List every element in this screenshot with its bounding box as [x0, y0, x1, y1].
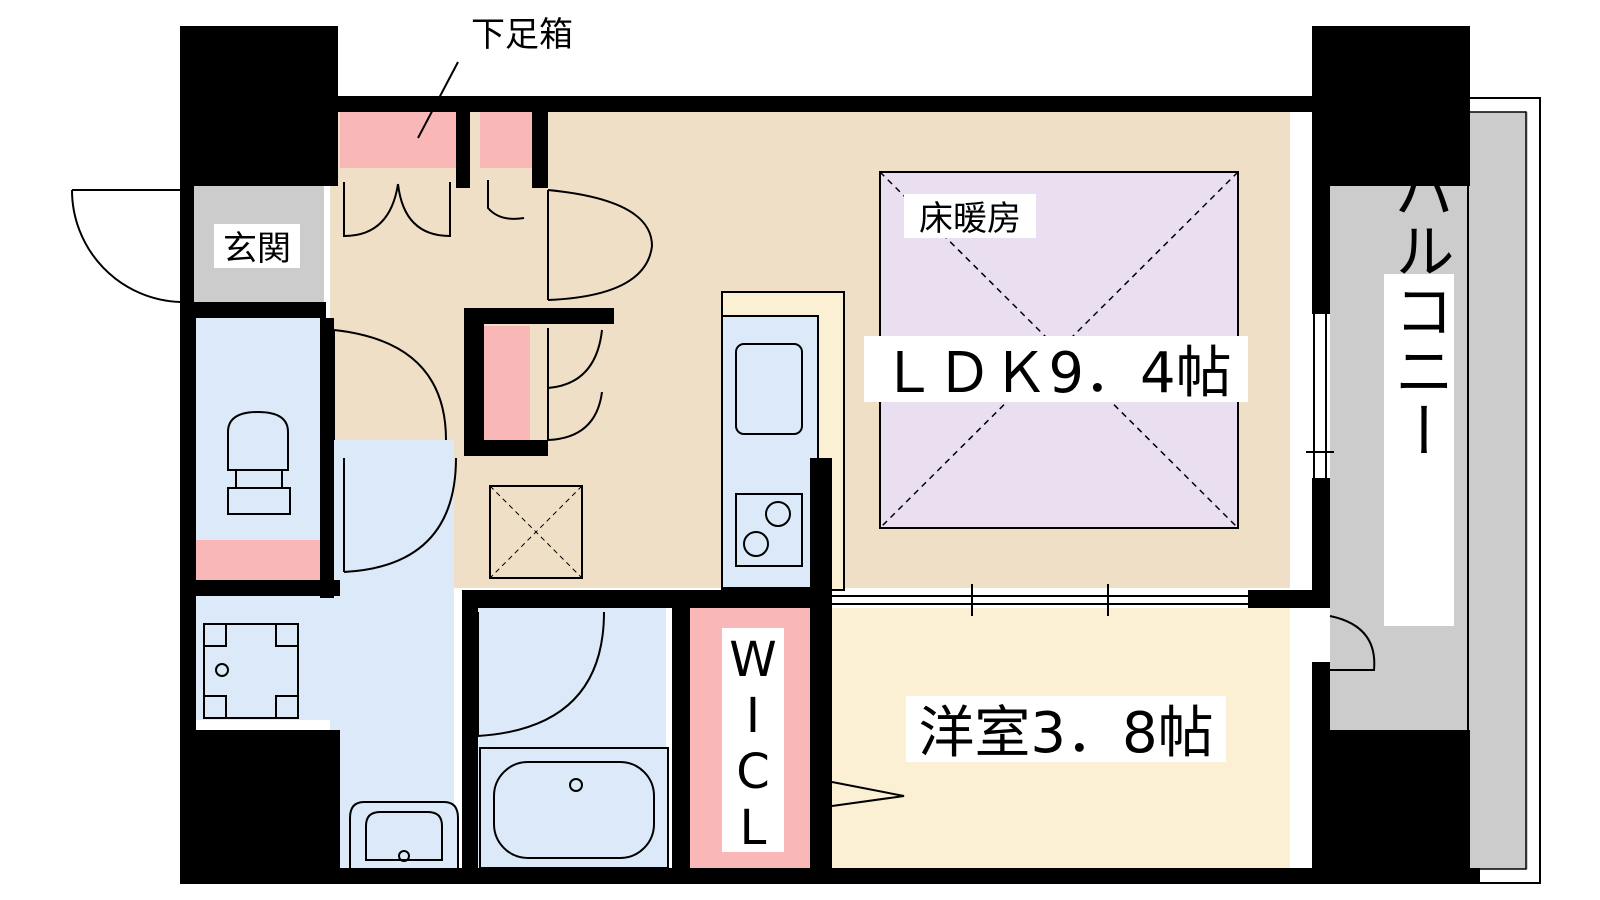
balcony-railing-inner: [1467, 111, 1527, 870]
fridge-space: [489, 485, 583, 579]
wic-label-i: I: [746, 688, 760, 744]
shoe-box-small: [480, 112, 532, 168]
doors: [71, 180, 1376, 812]
washroom-floor-lower: [330, 440, 454, 870]
wic-label-c: C: [736, 744, 770, 800]
western-room-label: 洋室3．8帖: [918, 701, 1213, 766]
sliding-partition: [832, 584, 1248, 616]
closet: [482, 326, 530, 440]
svg-text:バルコニー: バルコニー: [1384, 160, 1454, 460]
balcony-label: バルコニー: [1384, 160, 1454, 460]
shoe-box-leader: [417, 61, 459, 139]
walls: [180, 26, 1480, 884]
floor-heating-label: 床暖房: [919, 199, 1021, 239]
washbasin: [349, 801, 459, 871]
washing-machine-pan: [203, 623, 299, 719]
shoe-box: [340, 112, 456, 168]
entrance-label: 玄関: [223, 229, 291, 269]
shoe-box-label: 下足箱: [471, 15, 573, 55]
ldk-label: ＬＤＫ9．4帖: [880, 341, 1231, 406]
sink: [735, 343, 803, 435]
toilet-fixture: [227, 410, 291, 515]
wic-label-w: W: [729, 632, 776, 688]
bathtub: [479, 747, 669, 869]
storage-units: [196, 112, 532, 592]
wic-label-l: L: [740, 800, 767, 856]
balcony-window: [1306, 314, 1334, 478]
